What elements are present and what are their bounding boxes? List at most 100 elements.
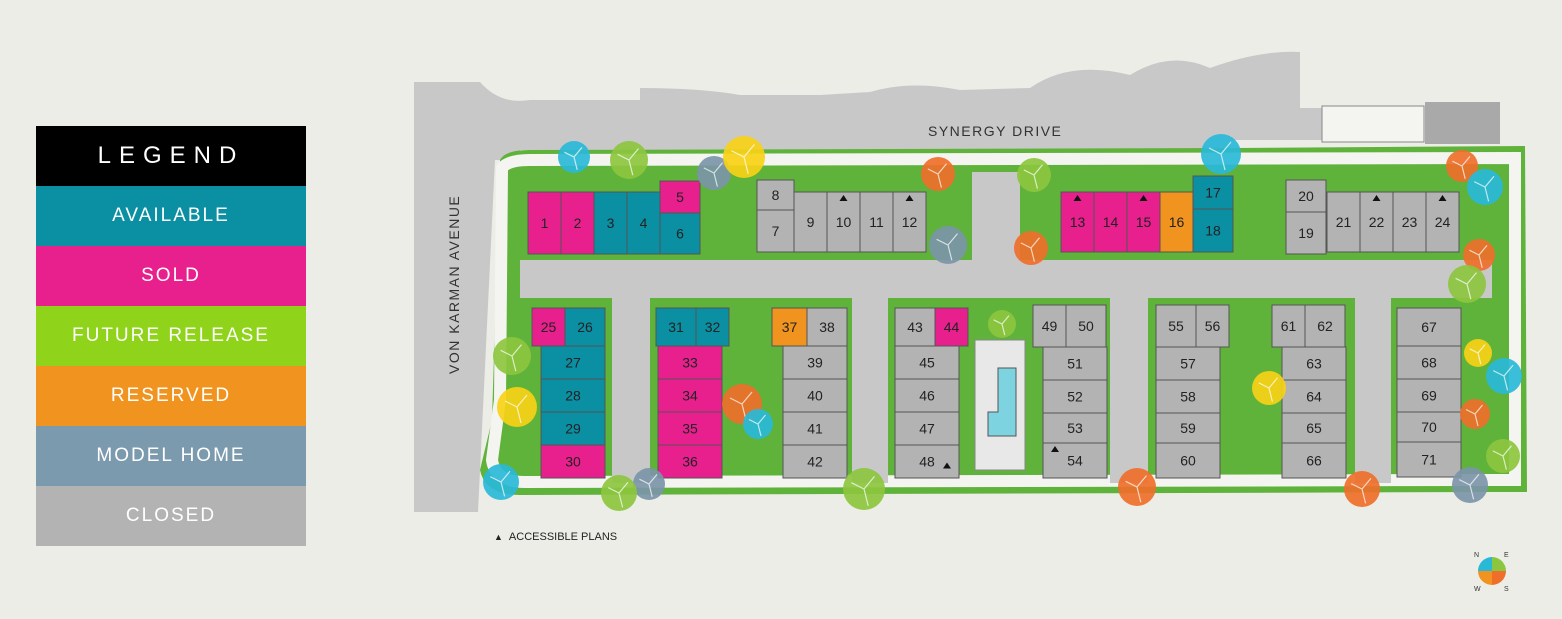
unit-56-shape[interactable] <box>1195 304 1230 348</box>
unit-67-shape[interactable] <box>1396 307 1462 347</box>
unit-12-shape[interactable] <box>892 191 927 253</box>
unit-7[interactable]: 7 <box>756 209 795 253</box>
unit-71[interactable]: 71 <box>1396 441 1462 478</box>
unit-47[interactable]: 47 <box>894 411 960 446</box>
unit-57-shape[interactable] <box>1155 346 1221 381</box>
unit-11[interactable]: 11 <box>859 191 894 253</box>
unit-21-shape[interactable] <box>1326 191 1361 253</box>
unit-16[interactable]: 16 <box>1159 191 1194 253</box>
unit-2-shape[interactable] <box>560 191 595 255</box>
unit-10[interactable]: 10 <box>826 191 861 253</box>
unit-69[interactable]: 69 <box>1396 378 1462 413</box>
unit-17-shape[interactable] <box>1192 175 1234 210</box>
unit-17[interactable]: 17 <box>1192 175 1234 210</box>
unit-58-shape[interactable] <box>1155 379 1221 414</box>
unit-7-shape[interactable] <box>756 209 795 253</box>
unit-14[interactable]: 14 <box>1093 191 1128 253</box>
unit-29-shape[interactable] <box>540 411 606 446</box>
unit-22-shape[interactable] <box>1359 191 1394 253</box>
unit-64[interactable]: 64 <box>1281 379 1347 414</box>
unit-23[interactable]: 23 <box>1392 191 1427 253</box>
unit-3[interactable]: 3 <box>593 191 628 255</box>
unit-42-shape[interactable] <box>782 444 848 479</box>
unit-30[interactable]: 30 <box>540 444 606 479</box>
unit-45-shape[interactable] <box>894 345 960 380</box>
unit-40[interactable]: 40 <box>782 378 848 413</box>
unit-4-shape[interactable] <box>626 191 661 255</box>
unit-15-shape[interactable] <box>1126 191 1161 253</box>
unit-22[interactable]: 22 <box>1359 191 1394 253</box>
unit-66[interactable]: 66 <box>1281 442 1347 479</box>
unit-27-shape[interactable] <box>540 345 606 380</box>
unit-6[interactable]: 6 <box>659 212 701 255</box>
unit-55-shape[interactable] <box>1155 304 1197 348</box>
unit-24[interactable]: 24 <box>1425 191 1460 253</box>
unit-66-shape[interactable] <box>1281 442 1347 479</box>
unit-41-shape[interactable] <box>782 411 848 446</box>
unit-46-shape[interactable] <box>894 378 960 413</box>
unit-44[interactable]: 44 <box>934 307 969 347</box>
unit-42[interactable]: 42 <box>782 444 848 479</box>
unit-68[interactable]: 68 <box>1396 345 1462 380</box>
unit-20[interactable]: 20 <box>1285 179 1327 213</box>
unit-2[interactable]: 2 <box>560 191 595 255</box>
unit-25[interactable]: 25 <box>531 307 566 347</box>
unit-67[interactable]: 67 <box>1396 307 1462 347</box>
unit-59[interactable]: 59 <box>1155 412 1221 444</box>
unit-20-shape[interactable] <box>1285 179 1327 213</box>
unit-50[interactable]: 50 <box>1065 304 1107 348</box>
unit-37[interactable]: 37 <box>771 307 808 347</box>
unit-49[interactable]: 49 <box>1032 304 1067 348</box>
unit-36-shape[interactable] <box>657 444 723 479</box>
unit-54[interactable]: 54 <box>1042 442 1108 479</box>
unit-51[interactable]: 51 <box>1042 346 1108 381</box>
unit-30-shape[interactable] <box>540 444 606 479</box>
unit-61[interactable]: 61 <box>1271 304 1306 348</box>
unit-69-shape[interactable] <box>1396 378 1462 413</box>
unit-15[interactable]: 15 <box>1126 191 1161 253</box>
unit-62[interactable]: 62 <box>1304 304 1346 348</box>
unit-40-shape[interactable] <box>782 378 848 413</box>
unit-63[interactable]: 63 <box>1281 346 1347 381</box>
unit-71-shape[interactable] <box>1396 441 1462 478</box>
unit-1[interactable]: 1 <box>527 191 562 255</box>
unit-48-shape[interactable] <box>894 444 960 479</box>
unit-41[interactable]: 41 <box>782 411 848 446</box>
unit-38-shape[interactable] <box>806 307 848 347</box>
unit-53-shape[interactable] <box>1042 412 1108 444</box>
unit-45[interactable]: 45 <box>894 345 960 380</box>
unit-44-shape[interactable] <box>934 307 969 347</box>
unit-9[interactable]: 9 <box>793 191 828 253</box>
unit-48[interactable]: 48 <box>894 444 960 479</box>
unit-55[interactable]: 55 <box>1155 304 1197 348</box>
unit-65-shape[interactable] <box>1281 412 1347 444</box>
unit-70[interactable]: 70 <box>1396 411 1462 443</box>
unit-50-shape[interactable] <box>1065 304 1107 348</box>
unit-34[interactable]: 34 <box>657 378 723 413</box>
unit-32[interactable]: 32 <box>695 307 730 347</box>
unit-38[interactable]: 38 <box>806 307 848 347</box>
unit-29[interactable]: 29 <box>540 411 606 446</box>
unit-57[interactable]: 57 <box>1155 346 1221 381</box>
unit-12[interactable]: 12 <box>892 191 927 253</box>
unit-27[interactable]: 27 <box>540 345 606 380</box>
unit-31-shape[interactable] <box>655 307 697 347</box>
unit-8[interactable]: 8 <box>756 179 795 211</box>
unit-10-shape[interactable] <box>826 191 861 253</box>
unit-35[interactable]: 35 <box>657 411 723 446</box>
unit-53[interactable]: 53 <box>1042 412 1108 444</box>
unit-70-shape[interactable] <box>1396 411 1462 443</box>
unit-60-shape[interactable] <box>1155 442 1221 479</box>
unit-14-shape[interactable] <box>1093 191 1128 253</box>
unit-59-shape[interactable] <box>1155 412 1221 444</box>
unit-56[interactable]: 56 <box>1195 304 1230 348</box>
unit-21[interactable]: 21 <box>1326 191 1361 253</box>
unit-62-shape[interactable] <box>1304 304 1346 348</box>
unit-33[interactable]: 33 <box>657 345 723 380</box>
unit-25-shape[interactable] <box>531 307 566 347</box>
unit-18[interactable]: 18 <box>1192 208 1234 253</box>
unit-52-shape[interactable] <box>1042 379 1108 414</box>
unit-19[interactable]: 19 <box>1285 211 1327 255</box>
unit-26-shape[interactable] <box>564 307 606 347</box>
unit-4[interactable]: 4 <box>626 191 661 255</box>
